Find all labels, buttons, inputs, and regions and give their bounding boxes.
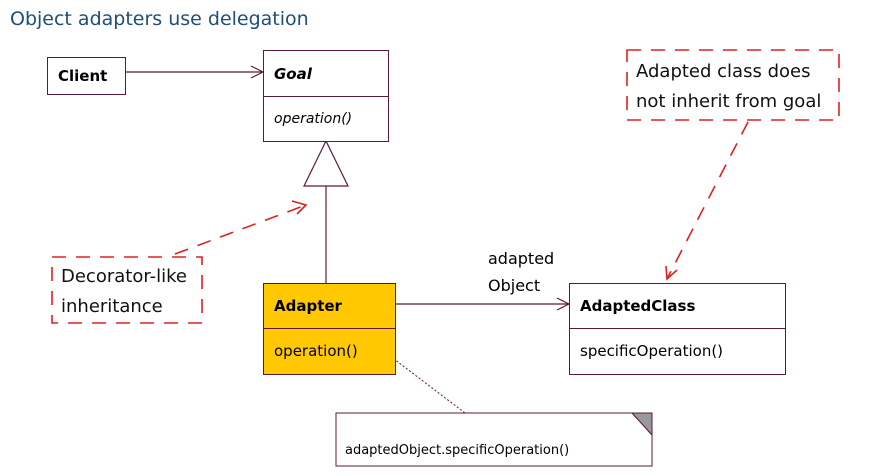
association-label-line2: Object xyxy=(488,276,541,295)
adapter-class: Adapter operation() xyxy=(263,283,396,375)
adapter-class-name: Adapter xyxy=(264,284,395,329)
decorator-callout-arrowhead xyxy=(291,200,308,215)
note-text: adaptedObject.specificOperation() xyxy=(345,443,570,458)
note-fold xyxy=(630,412,653,437)
adapter-operation: operation() xyxy=(274,342,358,360)
adapted-callout-arrow xyxy=(666,121,749,280)
goal-class-name: Goal xyxy=(264,51,388,97)
decorator-callout-arrow xyxy=(174,204,307,255)
adapted-callout-line1: Adapted class does xyxy=(636,61,811,82)
adapted-callout-line2: not inherit from goal xyxy=(636,91,822,112)
association-label-line1: adapted xyxy=(488,249,555,268)
client-class: Client xyxy=(47,57,126,95)
adapted-callout-box xyxy=(626,49,840,121)
decorator-callout-box xyxy=(51,256,203,324)
decorator-callout-line1: Decorator-like xyxy=(61,266,187,287)
slide-title: Object adapters use delegation xyxy=(10,8,309,30)
adaptedclass-class: AdaptedClass specificOperation() xyxy=(569,283,786,375)
goal-operation: operation() xyxy=(274,110,353,127)
note-shape xyxy=(335,412,653,467)
decorator-callout-line2: inheritance xyxy=(61,296,163,317)
adaptedclass-operation: specificOperation() xyxy=(580,342,724,360)
adaptedclass-class-name: AdaptedClass xyxy=(570,284,785,329)
goal-class: Goal operation() xyxy=(263,50,389,142)
generalization-triangle xyxy=(303,139,349,187)
note-link xyxy=(389,355,466,414)
client-class-name: Client xyxy=(58,66,108,85)
adapted-callout-arrowhead xyxy=(665,265,678,281)
